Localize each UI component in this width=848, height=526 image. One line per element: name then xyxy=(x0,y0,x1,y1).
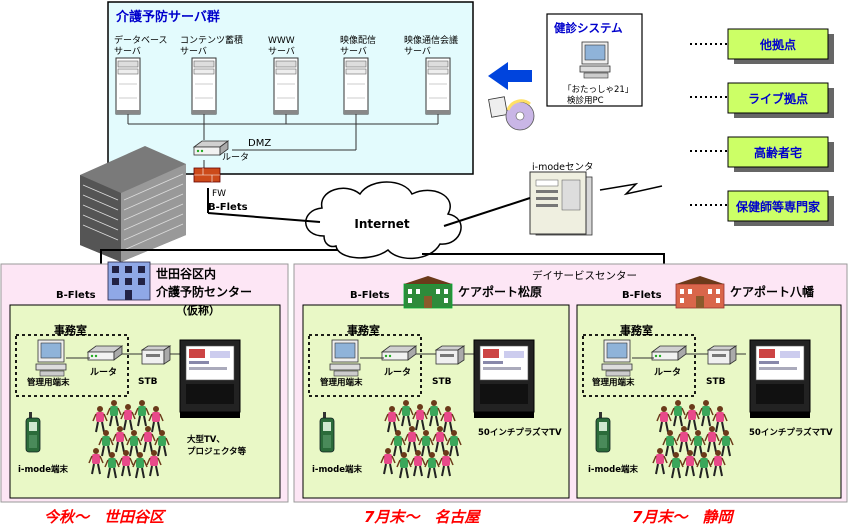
office-label: 事務室 xyxy=(620,323,653,337)
server-icon xyxy=(343,57,369,115)
tv-label: 大型TV、 xyxy=(187,434,225,445)
server-database: データベース サーバ xyxy=(114,34,168,115)
office-dashed-box xyxy=(582,334,696,397)
datacenter-panel: 介護予防サーバ群 データベース サーバ コンテンツ蓄積 サーバ WWW サーバ … xyxy=(107,1,474,176)
stb-label: STB xyxy=(706,377,726,387)
wireless-link-line xyxy=(599,182,663,196)
server-icon xyxy=(191,57,217,115)
server-label: 映像配信 xyxy=(340,34,376,46)
right-label-health-experts: 保健師等専門家 xyxy=(735,199,821,214)
server-label: サーバ xyxy=(404,46,431,57)
site-name: ケアポート八幡 xyxy=(730,284,815,299)
server-label: 映像通信会議 xyxy=(404,34,458,46)
right-label-list: 他拠点 ライブ拠点 高齢者宅 保健師等専門家 xyxy=(690,28,834,226)
server-label: サーバ xyxy=(180,46,207,57)
stb-label: STB xyxy=(432,377,452,387)
building-setagaya-icon xyxy=(107,261,151,301)
server-content-storage: コンテンツ蓄積 サーバ xyxy=(180,34,243,115)
imode-phone-icon xyxy=(319,411,335,453)
stb-icon xyxy=(707,345,737,365)
site-name-note: （仮称） xyxy=(176,303,220,317)
imode-terminal-label: i-mode端末 xyxy=(588,464,638,475)
site-setagaya: 世田谷区内 介護予防センター （仮称） B-Flets 事務室 管理用端末 ルー… xyxy=(0,261,289,503)
server-label: コンテンツ蓄積 xyxy=(180,34,243,46)
site-router-icon xyxy=(381,345,417,361)
server-www: WWW サーバ xyxy=(268,36,299,115)
site-router-label: ルータ xyxy=(90,366,117,378)
tv-icon xyxy=(473,339,535,419)
server-label: サーバ xyxy=(268,46,295,57)
admin-terminal-label: 管理用端末 xyxy=(320,377,363,388)
kenshin-pc-label: 「おたっしゃ21」 xyxy=(563,85,633,95)
server-label: WWW xyxy=(268,36,295,46)
site-router-label: ルータ xyxy=(384,366,411,378)
cd-disk-icon xyxy=(488,96,535,131)
imode-center: i-modeセンタ xyxy=(529,162,594,236)
datacenter-building-icon xyxy=(80,146,186,262)
server-icon xyxy=(273,57,299,115)
stb-icon xyxy=(141,345,171,365)
stb-label: STB xyxy=(138,377,158,387)
daycare-label: デイサービスセンター xyxy=(532,269,637,282)
kenshin-title: 健診システム xyxy=(554,21,623,35)
server-video-delivery: 映像配信 サーバ xyxy=(340,34,376,115)
server-icon xyxy=(425,57,451,115)
datacenter-title: 介護予防サーバ群 xyxy=(115,9,220,25)
site-bflets-label: B-Flets xyxy=(622,290,662,301)
site-router-label: ルータ xyxy=(654,366,681,378)
caption-setagaya: 今秋～ 世田谷区 xyxy=(44,508,167,526)
server-label: データベース xyxy=(114,34,168,46)
office-dashed-box xyxy=(15,334,129,397)
kenshin-system-panel: 健診システム 「おたっしゃ21」 検診用PC xyxy=(546,13,643,107)
stb-icon xyxy=(435,345,465,365)
server-video-conference: 映像通信会議 サーバ xyxy=(404,34,458,115)
internet-cloud: Internet xyxy=(305,181,462,260)
admin-terminal-label: 管理用端末 xyxy=(592,377,635,388)
admin-terminal-label: 管理用端末 xyxy=(27,377,70,388)
kenshin-pc-label: 検診用PC xyxy=(567,95,604,106)
caption-nagoya: 7月末～ 名古屋 xyxy=(364,508,481,526)
site-bflets-label: B-Flets xyxy=(350,290,390,301)
datacenter-bflets-label: B-Flets xyxy=(208,202,248,213)
right-label-live-site: ライブ拠点 xyxy=(748,91,808,106)
site-matsubara: ケアポート松原 B-Flets 事務室 管理用端末 ルータ STB 50インチプ… xyxy=(302,275,570,499)
server-label: サーバ xyxy=(114,46,141,57)
site-name: 介護予防センター xyxy=(155,284,252,299)
site-router-icon xyxy=(651,345,687,361)
server-icon xyxy=(115,57,141,115)
tv-label: 50インチプラズマTV xyxy=(749,427,833,438)
caption-shizuoka: 7月末～ 静岡 xyxy=(632,508,735,526)
internet-label: Internet xyxy=(354,217,409,231)
datacenter-router-label: ルータ xyxy=(222,152,249,163)
dmz-label: DMZ xyxy=(248,138,271,149)
imode-phone-icon xyxy=(595,411,611,453)
office-dashed-box xyxy=(308,334,422,397)
site-router-icon xyxy=(87,345,123,361)
site-name: ケアポート松原 xyxy=(458,284,542,299)
right-label-other-sites: 他拠点 xyxy=(759,37,796,52)
fw-label: FW xyxy=(212,189,226,199)
right-label-elderly-home: 高齢者宅 xyxy=(754,145,802,160)
tv-label: プロジェクタ等 xyxy=(187,446,247,457)
blue-arrow-icon xyxy=(488,62,532,90)
tv-icon xyxy=(749,339,811,419)
imode-terminal-label: i-mode端末 xyxy=(312,464,362,475)
imode-terminal-label: i-mode端末 xyxy=(18,464,68,475)
site-bflets-label: B-Flets xyxy=(56,290,96,301)
office-label: 事務室 xyxy=(347,323,380,337)
imode-phone-icon xyxy=(25,411,41,453)
tv-icon xyxy=(179,339,241,419)
site-name: 世田谷区内 xyxy=(156,266,216,281)
tv-label: 50インチプラズマTV xyxy=(478,427,562,438)
imode-center-label: i-modeセンタ xyxy=(532,162,594,173)
server-label: サーバ xyxy=(340,46,367,57)
site-yawata: ケアポート八幡 B-Flets 事務室 管理用端末 ルータ STB 50インチプ… xyxy=(576,275,842,499)
office-label: 事務室 xyxy=(54,323,87,337)
firewall-icon xyxy=(193,167,221,183)
